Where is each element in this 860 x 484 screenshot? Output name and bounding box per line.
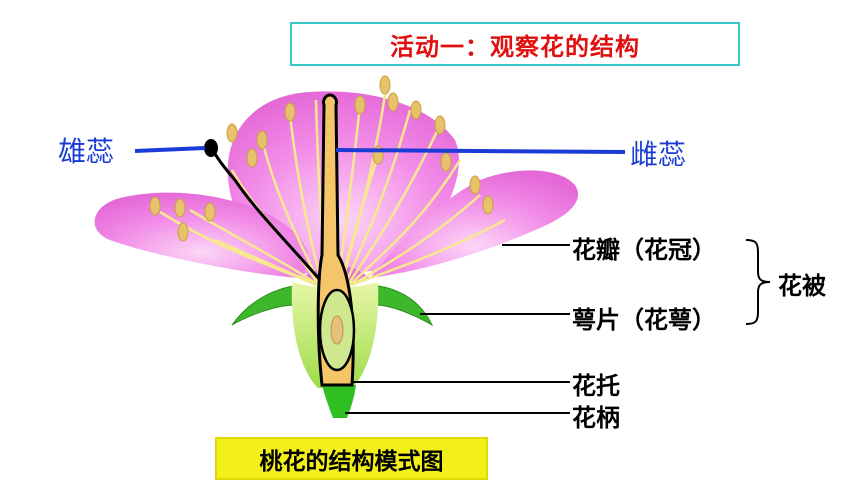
caption-text: 桃花的结构模式图 — [259, 448, 444, 475]
anther — [177, 222, 189, 242]
pistil-leader — [335, 148, 626, 154]
pistil-label: 雌蕊 — [630, 138, 687, 171]
receptacle-label: 花托 — [572, 372, 620, 400]
page-title: 活动一：观察花的结构 — [390, 32, 640, 61]
anther — [246, 148, 258, 168]
anthers — [149, 75, 494, 242]
anther — [149, 196, 161, 216]
perianth-bracket — [745, 239, 771, 325]
sepals — [231, 284, 434, 327]
anther — [174, 198, 186, 218]
ovule — [330, 315, 344, 345]
anther — [284, 102, 296, 122]
pistil — [316, 93, 356, 387]
petal-label: 花瓣（花冠） — [572, 236, 716, 264]
anther — [387, 92, 399, 112]
anther — [354, 95, 366, 115]
stamen-leader — [134, 146, 206, 153]
anther — [434, 115, 446, 135]
pedicel — [322, 385, 356, 418]
anther — [469, 175, 481, 195]
anther — [226, 123, 238, 143]
anther — [440, 152, 452, 172]
perianth-label: 花被 — [778, 272, 826, 300]
sepal-label: 萼片（花萼） — [572, 306, 716, 334]
stamen-label: 雄蕊 — [58, 135, 115, 168]
anther — [482, 195, 494, 215]
petal-right — [370, 170, 579, 278]
anther — [379, 75, 391, 95]
caption-box: 桃花的结构模式图 — [215, 437, 488, 480]
stamen-highlight-anther — [204, 139, 218, 157]
anther — [410, 100, 422, 120]
sepal-left — [231, 284, 301, 326]
anther — [256, 130, 268, 150]
sepal-right — [371, 284, 434, 327]
title-box: 活动一：观察花的结构 — [290, 22, 740, 66]
anther — [204, 202, 216, 222]
pedicel-label: 花柄 — [572, 404, 620, 432]
stamen-highlight-filament — [210, 147, 322, 281]
